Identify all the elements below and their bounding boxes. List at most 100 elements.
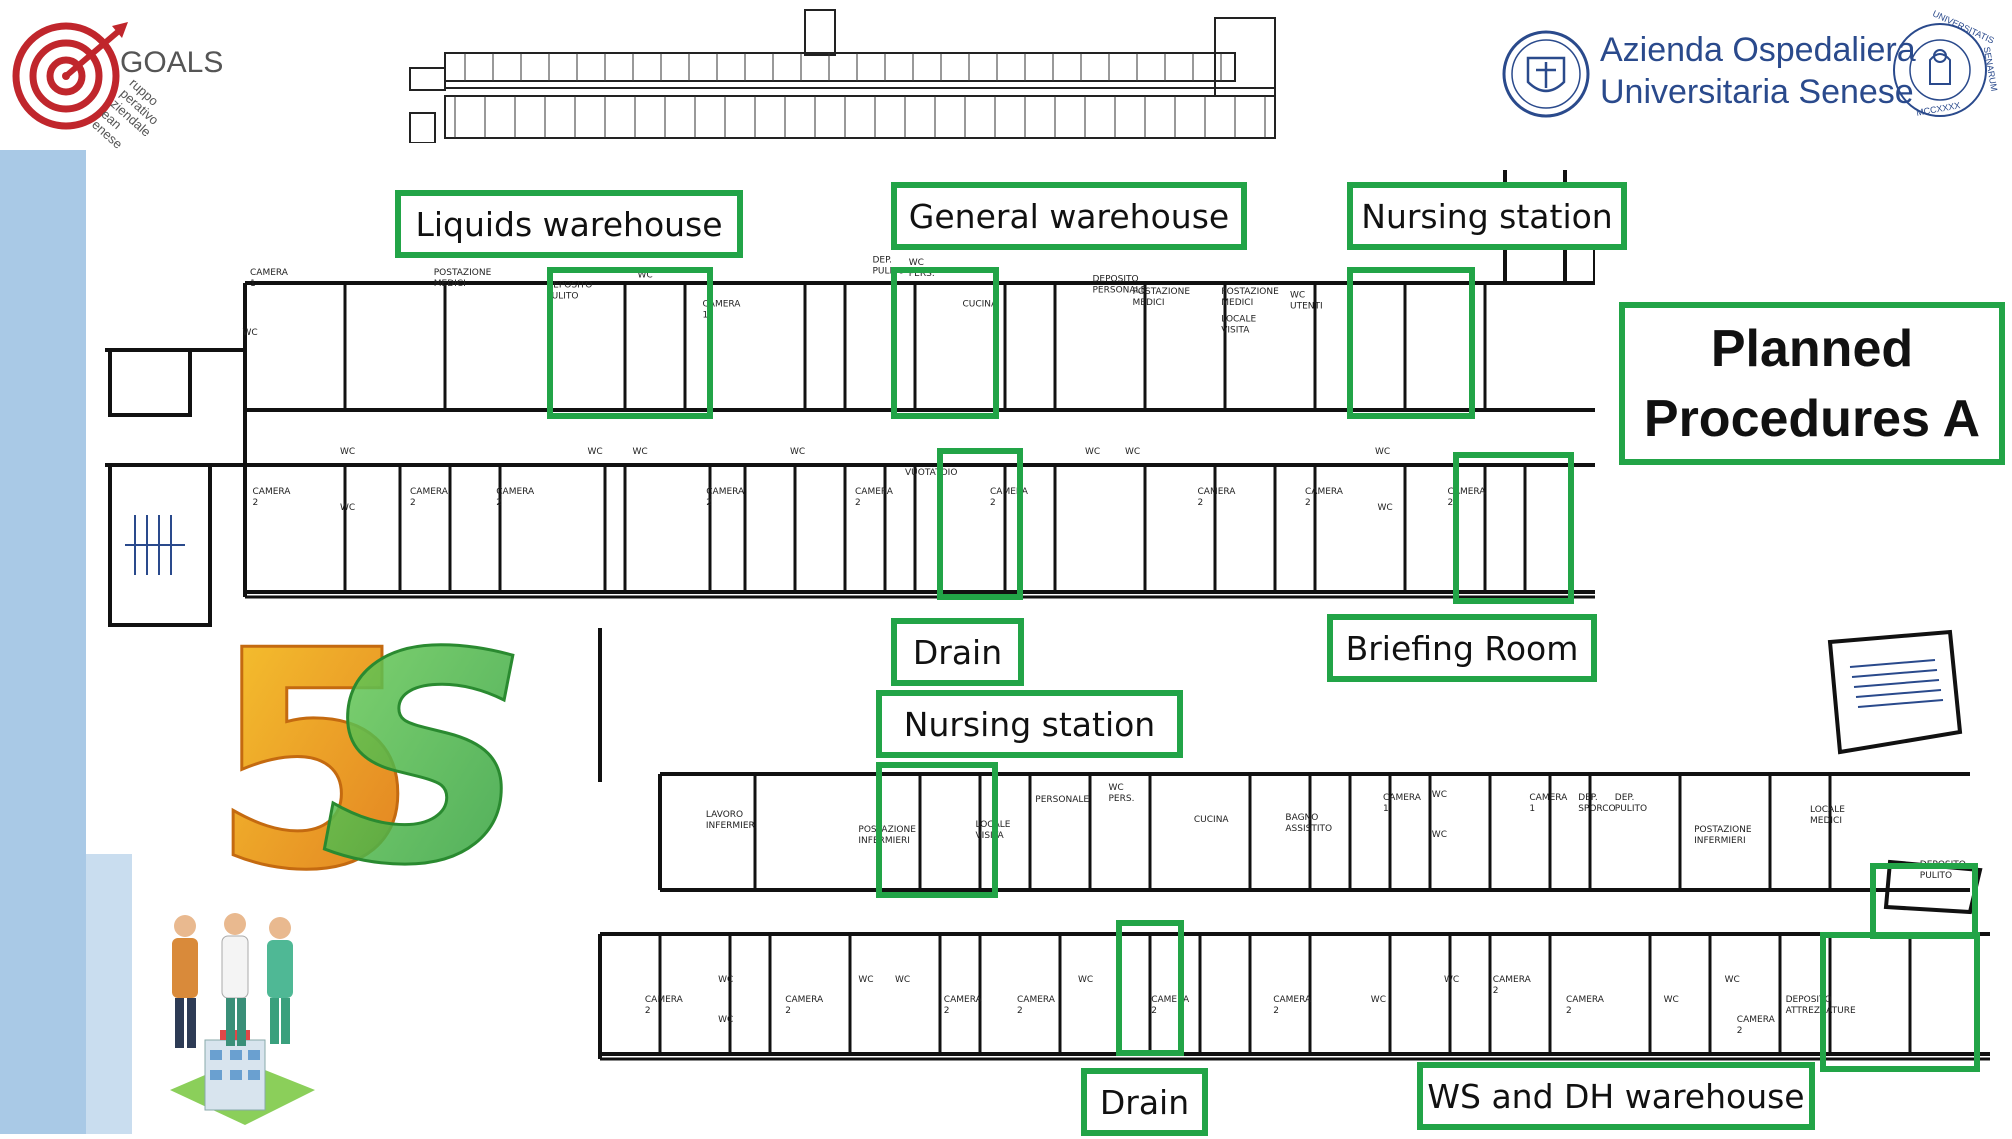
sidebar-accent xyxy=(0,150,86,1134)
room-label: WC xyxy=(718,975,733,985)
room-label: WC xyxy=(1125,447,1140,457)
highlight-deposito-pulito xyxy=(1870,863,1978,939)
room-label: WC xyxy=(1725,975,1740,985)
label-nursing-station-bottom: Nursing station xyxy=(876,690,1183,758)
title-line1: Planned xyxy=(1710,319,1914,378)
highlight-liquids-warehouse xyxy=(547,267,713,419)
staff-hospital-illustration xyxy=(150,910,325,1135)
label-nursing-station-top: Nursing station xyxy=(1347,182,1627,250)
goals-word: GOALS xyxy=(120,46,224,79)
room-label: WC xyxy=(633,447,648,457)
university-seal-icon xyxy=(1893,23,1987,117)
room-label: WC xyxy=(243,328,258,338)
highlight-nursing-station-bottom xyxy=(876,762,998,898)
label-drain-top: Drain xyxy=(891,618,1024,686)
room-label: DEP.SPORCO xyxy=(1578,793,1615,814)
room-label: WC xyxy=(718,1015,733,1025)
room-label: WC xyxy=(1078,975,1093,985)
5s-badge: 5 S xyxy=(200,586,540,938)
room-label: WC xyxy=(858,975,873,985)
label-drain-bottom: Drain xyxy=(1081,1068,1208,1136)
label-briefing-room: Briefing Room xyxy=(1327,614,1597,682)
sidebar-accent-light xyxy=(86,854,132,1134)
room-label: CUCINA xyxy=(1194,815,1230,825)
label-general-warehouse: General warehouse xyxy=(891,182,1247,250)
highlight-briefing-room xyxy=(1453,452,1574,604)
room-label: WC xyxy=(895,975,910,985)
overview-floor-plan xyxy=(409,9,1276,143)
hospital-emblem-icon xyxy=(1502,30,1590,118)
room-label: WC xyxy=(1085,447,1100,457)
highlight-ws-dh-warehouse xyxy=(1820,932,1980,1072)
room-label: WC xyxy=(1432,830,1447,840)
room-label: CUCINA xyxy=(963,299,999,309)
hospital-name-line1: Azienda Ospedaliera xyxy=(1600,31,1916,69)
room-label: WC xyxy=(1432,790,1447,800)
hospital-name-line2: Universitaria Senese xyxy=(1600,73,1914,111)
room-label: WC xyxy=(790,447,805,457)
room-label: WC xyxy=(1664,995,1679,1005)
goals-target-icon xyxy=(12,22,128,130)
room-label: WC xyxy=(1444,975,1459,985)
room-label: WC xyxy=(638,271,653,281)
room-label: PERSONALE xyxy=(1035,795,1089,805)
room-label: DEP.PULITO xyxy=(1615,793,1647,814)
highlight-drain-top xyxy=(937,448,1023,600)
planned-procedures-title: Planned Procedures A xyxy=(1619,302,2005,465)
label-ws-dh-warehouse: WS and DH warehouse xyxy=(1417,1062,1815,1130)
room-label: WC xyxy=(1378,503,1393,513)
room-label: WC xyxy=(1371,995,1386,1005)
hospital-logo: Azienda Ospedaliera Universitaria Senese… xyxy=(1500,8,2000,130)
highlight-drain-bottom xyxy=(1116,920,1184,1056)
highlight-general-warehouse xyxy=(891,267,999,419)
room-label: WC xyxy=(1375,447,1390,457)
staff-icon xyxy=(170,913,315,1125)
title-line2: Procedures A xyxy=(1643,389,1981,448)
5s-digit: 5 xyxy=(210,620,419,900)
highlight-nursing-station-top xyxy=(1347,267,1475,419)
room-label: DEP.PULITO xyxy=(873,256,905,277)
goals-logo: GOALS ruppo perativo ziendale ean enese xyxy=(8,8,258,152)
room-label: WC xyxy=(340,447,355,457)
label-liquids-warehouse: Liquids warehouse xyxy=(395,190,743,258)
room-label: VUOTATOIO xyxy=(905,468,957,478)
room-label: WC xyxy=(588,447,603,457)
5s-icon: 5 S xyxy=(209,586,531,938)
